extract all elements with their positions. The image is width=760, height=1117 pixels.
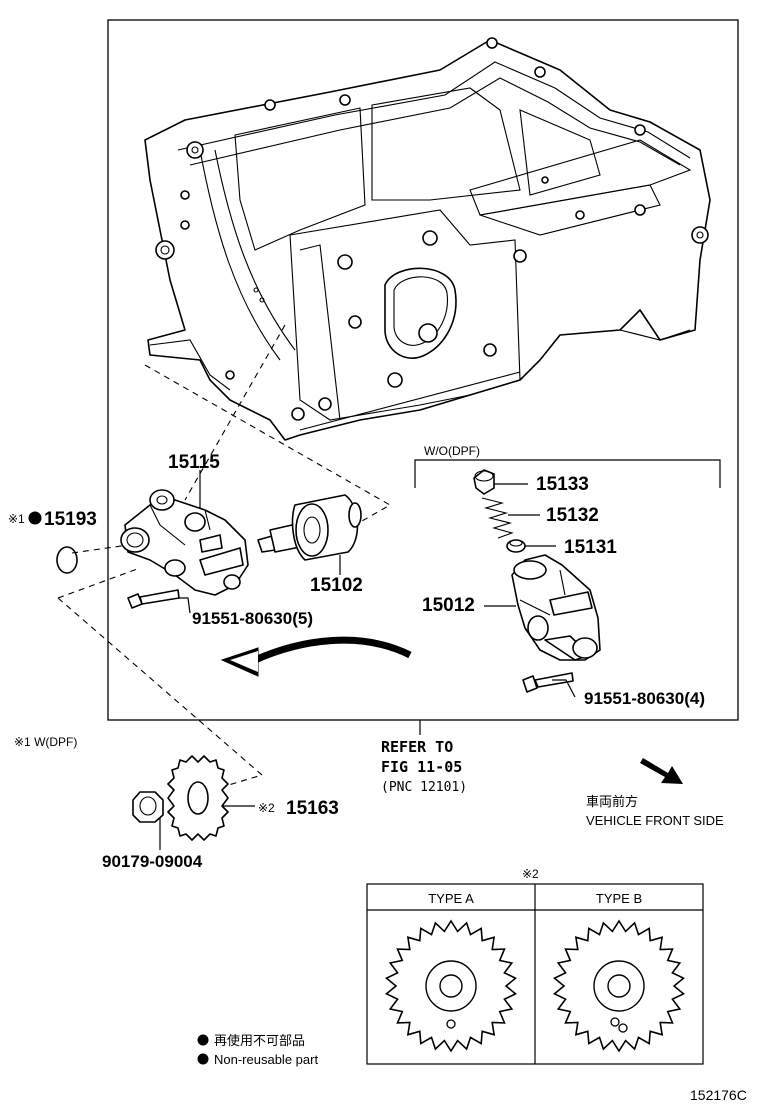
plunger-15131	[506, 539, 526, 553]
guide-line-block-to-pump	[144, 364, 392, 526]
non-reusable-mark-15193	[28, 511, 42, 525]
oil-pump-rotor-15102	[257, 494, 362, 561]
part-number-15115[interactable]: 15115	[168, 452, 220, 473]
note-marker-1: ※1	[8, 512, 25, 526]
part-number-15102[interactable]: 15102	[310, 575, 363, 596]
wo-dpf-bracket	[414, 459, 721, 488]
spring-15132	[481, 497, 514, 539]
cap-15133	[473, 469, 495, 495]
part-number-90179-09004[interactable]: 90179-09004	[102, 852, 203, 871]
vehicle-front-arrow	[640, 758, 683, 784]
note-marker-2: ※2	[258, 801, 275, 815]
part-number-15131[interactable]: 15131	[564, 537, 617, 558]
vehicle-front-en: VEHICLE FRONT SIDE	[586, 813, 724, 828]
part-number-15132[interactable]: 15132	[546, 505, 599, 526]
part-number-bolt-right[interactable]: 91551-80630(4)	[584, 689, 705, 708]
sprocket-15163	[167, 755, 229, 841]
non-reusable-bullet-jp	[197, 1034, 209, 1046]
figure-id: 152176C	[690, 1087, 747, 1103]
bolt-left-illustration	[127, 589, 180, 609]
part-number-15163[interactable]: 15163	[286, 798, 339, 819]
refer-to-line3[interactable]: (PNC 12101)	[381, 780, 467, 795]
legend-non-reusable-jp: 再使用不可部品	[214, 1033, 305, 1048]
table-note-marker: ※2	[522, 867, 539, 881]
type-b-header: TYPE B	[596, 891, 642, 906]
main-frame	[107, 19, 739, 721]
sprocket-type-table	[366, 883, 704, 1065]
oil-pump-assembly-15115	[120, 489, 249, 596]
non-reusable-bullet-en	[197, 1053, 209, 1065]
guide-line-oring	[71, 544, 129, 554]
engine-block-illustration	[144, 37, 711, 441]
part-number-bolt-left[interactable]: 91551-80630(5)	[192, 609, 313, 628]
note-w-dpf: ※1 W(DPF)	[14, 735, 77, 749]
guide-line-block-to-oring	[184, 324, 286, 501]
rotation-arrow-head-inner	[230, 651, 258, 672]
guide-line-pump-to-sprocket	[57, 567, 264, 791]
refer-to-line1: REFER TO	[381, 738, 453, 756]
sprocket-type-b	[553, 919, 685, 1053]
type-a-header: TYPE A	[428, 891, 474, 906]
rotation-arrow-shaft	[253, 636, 412, 664]
oil-pump-body-15012	[511, 554, 601, 661]
refer-to-line2[interactable]: FIG 11-05	[381, 758, 462, 776]
sprocket-type-a	[385, 919, 517, 1053]
bolt-right-illustration	[522, 672, 574, 693]
part-number-15012[interactable]: 15012	[422, 595, 475, 616]
nut-90179-09004	[132, 791, 164, 823]
wo-dpf-label: W/O(DPF)	[424, 444, 480, 458]
vehicle-front-jp: 車両前方	[586, 794, 638, 809]
part-number-15193[interactable]: 15193	[44, 509, 97, 530]
leader-lines	[159, 470, 576, 850]
o-ring-15193	[56, 546, 78, 574]
legend-non-reusable-en: Non-reusable part	[214, 1052, 318, 1067]
part-number-15133[interactable]: 15133	[536, 474, 589, 495]
